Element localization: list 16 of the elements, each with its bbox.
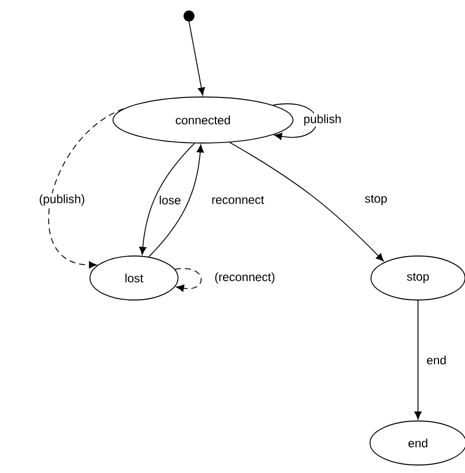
edge-label: publish bbox=[302, 113, 342, 127]
arrow bbox=[229, 142, 384, 262]
arrow bbox=[48, 108, 124, 268]
edge-label: lose bbox=[158, 194, 182, 206]
edge-label: stop bbox=[364, 194, 388, 206]
edge-label: end bbox=[425, 354, 448, 366]
edge-label: (publish) bbox=[38, 193, 86, 207]
arrow bbox=[188, 21, 205, 96]
arrow bbox=[272, 103, 318, 140]
edge-label: reconnect bbox=[210, 195, 266, 205]
arrow bbox=[414, 300, 422, 420]
arrow bbox=[148, 144, 204, 258]
edge-label: (reconnect) bbox=[213, 271, 276, 285]
start-dot bbox=[184, 10, 194, 22]
arrow bbox=[139, 142, 195, 255]
arrow bbox=[174, 268, 202, 292]
